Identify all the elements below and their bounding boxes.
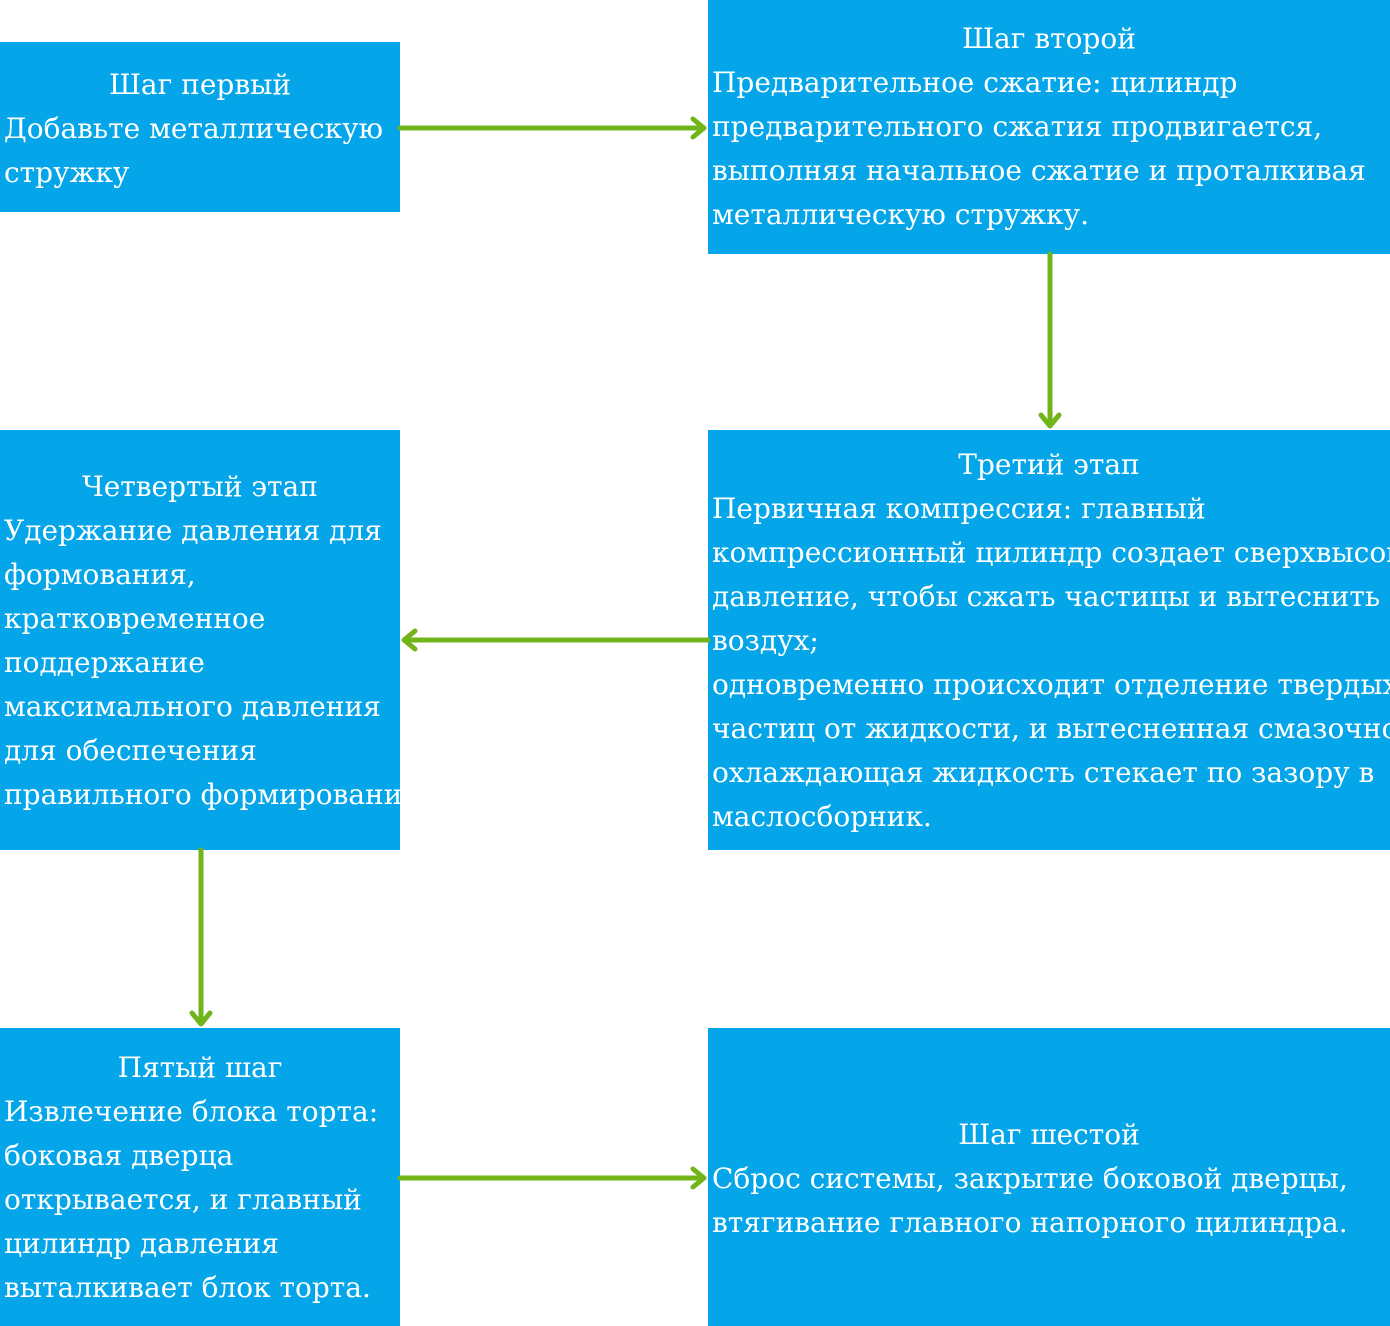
step-1-title: Шаг первый: [108, 68, 292, 101]
step-3-text-line-7: охлаждающая жидкость стекает по зазору в: [712, 756, 1375, 789]
step-5-box: Пятый шаг Извлечение блока торта: бокова…: [0, 1028, 400, 1326]
step-6-title: Шаг шестой: [958, 1118, 1140, 1151]
step-5-text-line-3: открывается, и главный: [4, 1183, 362, 1216]
step-4-text-line-5: максимального давления: [4, 690, 381, 723]
step-4-text-line-1: Удержание давления для: [4, 514, 382, 547]
step-1-box: Шаг первый Добавьте металлическую стружк…: [0, 42, 400, 212]
step-4-box: Четвертый этап Удержание давления для фо…: [0, 430, 429, 850]
step-2-box: Шаг второй Предварительное сжатие: цилин…: [708, 0, 1390, 254]
arrow-step-5-to-6: [397, 1166, 707, 1190]
step-3-text-line-2: компрессионный цилиндр создает сверхвысо…: [712, 536, 1390, 569]
step-2-text-line-2: предварительного сжатия продвигается,: [712, 110, 1323, 143]
step-5-text-line-1: Извлечение блока торта:: [4, 1095, 379, 1128]
step-4-text-line-6: для обеспечения: [4, 734, 257, 767]
step-3-text-line-3: давление, чтобы сжать частицы и вытеснит…: [712, 580, 1381, 613]
step-3-title: Третий этап: [958, 448, 1140, 481]
arrow-step-2-to-3: [1038, 251, 1062, 429]
step-4-title: Четвертый этап: [82, 470, 318, 503]
step-5-text-line-5: выталкивает блок торта.: [4, 1271, 371, 1304]
step-4-text-line-7: правильного формирования.: [4, 778, 429, 811]
step-5-title: Пятый шаг: [117, 1051, 283, 1084]
step-2-text-line-3: выполняя начальное сжатие и проталкивая: [712, 154, 1366, 187]
step-5-text-line-2: боковая дверца: [4, 1139, 234, 1172]
step-3-text-line-5: одновременно происходит отделение тверды…: [712, 668, 1390, 701]
step-5-text-line-4: цилиндр давления: [4, 1227, 279, 1260]
step-6-text-line-2: втягивание главного напорного цилиндра.: [712, 1206, 1348, 1239]
step-2-title: Шаг второй: [962, 22, 1136, 55]
arrow-step-1-to-2: [397, 116, 707, 140]
step-3-text-line-1: Первичная компрессия: главный: [712, 492, 1206, 525]
step-1-text-line-2: стружку: [4, 156, 130, 189]
arrow-step-3-to-4: [401, 628, 711, 652]
step-6-text-line-1: Сброс системы, закрытие боковой дверцы,: [712, 1162, 1348, 1195]
step-6-box: Шаг шестой Сброс системы, закрытие боков…: [708, 1028, 1390, 1326]
step-2-text-line-4: металлическую стружку.: [712, 198, 1089, 231]
step-4-text-line-2: формования,: [4, 558, 196, 591]
step-3-box: Третий этап Первичная компрессия: главны…: [708, 430, 1390, 850]
step-2-text-line-1: Предварительное сжатие: цилиндр: [712, 66, 1238, 99]
step-4-text-line-3: кратковременное: [4, 602, 266, 635]
step-4-text-line-4: поддержание: [4, 646, 205, 679]
arrow-step-4-to-5: [189, 847, 213, 1027]
step-1-text-line-1: Добавьте металлическую: [4, 112, 384, 145]
step-3-text-line-8: маслосборник.: [712, 800, 932, 833]
step-3-text-line-4: воздух;: [712, 624, 819, 657]
step-3-text-line-6: частиц от жидкости, и вытесненная смазоч…: [712, 712, 1390, 745]
